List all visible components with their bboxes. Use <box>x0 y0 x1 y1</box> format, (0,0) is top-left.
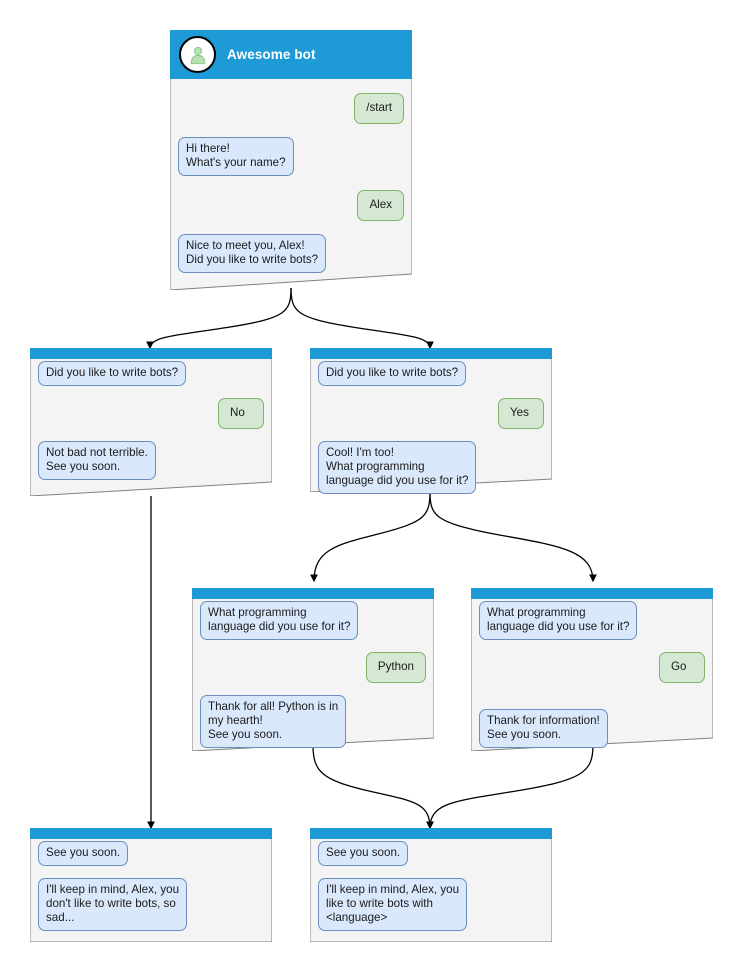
bot-message-bubble[interactable]: Thank for information! See you soon. <box>479 709 608 748</box>
chat-header-go-branch <box>471 588 713 599</box>
chat-messages-end-happy: See you soon. I'll keep in mind, Alex, y… <box>310 839 552 939</box>
node-end-happy[interactable]: See you soon. I'll keep in mind, Alex, y… <box>310 828 552 942</box>
message-row: /start <box>178 93 404 124</box>
user-message-bubble[interactable]: Python <box>365 652 426 683</box>
user-message-bubble[interactable]: Go <box>659 652 705 683</box>
bot-message-bubble[interactable]: See you soon. <box>318 841 409 866</box>
chat-header-end-happy <box>310 828 552 839</box>
message-row: I'll keep in mind, Alex, you don't like … <box>38 878 264 931</box>
message-row: See you soon. <box>38 841 264 866</box>
message-row: Did you like to write bots? <box>38 361 264 386</box>
edge-yes-to-go <box>429 491 597 583</box>
message-row: Python <box>200 652 426 683</box>
bot-title: Awesome bot <box>227 47 316 62</box>
bot-message-bubble[interactable]: What programming language did you use fo… <box>200 601 359 640</box>
bot-message-bubble[interactable]: Hi there! What's your name? <box>178 137 294 176</box>
chat-header-end-sad <box>30 828 272 839</box>
chat-messages-end-sad: See you soon. I'll keep in mind, Alex, y… <box>30 839 272 939</box>
chat-messages-root: /start Hi there! What's your name? Alex … <box>170 79 412 281</box>
message-row: Thank for information! See you soon. <box>479 709 705 748</box>
bot-message-bubble[interactable]: Did you like to write bots? <box>38 361 187 386</box>
message-row: Hi there! What's your name? <box>178 137 404 176</box>
person-avatar-icon <box>179 36 216 73</box>
edge-python-to-end-happy <box>312 744 434 830</box>
bot-message-bubble[interactable]: Did you like to write bots? <box>318 361 467 386</box>
chat-header-root: Awesome bot <box>170 30 412 79</box>
edge-root-to-yes <box>290 287 434 350</box>
message-row: Go <box>479 652 705 683</box>
edge-go-to-end-happy <box>426 744 594 830</box>
node-end-sad[interactable]: See you soon. I'll keep in mind, Alex, y… <box>30 828 272 942</box>
user-message-bubble[interactable]: Alex <box>357 190 404 221</box>
chat-messages-python-branch: What programming language did you use fo… <box>192 599 434 756</box>
user-message-bubble[interactable]: /start <box>354 93 404 124</box>
bot-message-bubble[interactable]: Nice to meet you, Alex! Did you like to … <box>178 234 327 273</box>
node-python-branch[interactable]: What programming language did you use fo… <box>192 588 434 751</box>
chat-messages-yes-branch: Did you like to write bots? Yes Cool! I'… <box>310 359 552 502</box>
chat-messages-no-branch: Did you like to write bots? No Not bad n… <box>30 359 272 488</box>
node-go-branch[interactable]: What programming language did you use fo… <box>471 588 713 751</box>
node-yes-branch[interactable]: Did you like to write bots? Yes Cool! I'… <box>310 348 552 494</box>
chat-header-python-branch <box>192 588 434 599</box>
user-message-bubble[interactable]: Yes <box>498 398 544 429</box>
node-no-branch[interactable]: Did you like to write bots? No Not bad n… <box>30 348 272 496</box>
bot-message-bubble[interactable]: Not bad not terrible. See you soon. <box>38 441 156 480</box>
bot-message-bubble[interactable]: Cool! I'm too! What programming language… <box>318 441 477 494</box>
chat-header-no-branch <box>30 348 272 359</box>
message-row: What programming language did you use fo… <box>200 601 426 640</box>
bot-message-bubble[interactable]: See you soon. <box>38 841 129 866</box>
bot-message-bubble[interactable]: Thank for all! Python is in my hearth! S… <box>200 695 347 748</box>
edge-root-to-no <box>146 287 292 350</box>
node-root[interactable]: Awesome bot /start Hi there! What's your… <box>170 30 412 290</box>
bot-message-bubble[interactable]: I'll keep in mind, Alex, you don't like … <box>38 878 188 931</box>
message-row: Nice to meet you, Alex! Did you like to … <box>178 234 404 273</box>
edge-yes-to-python <box>310 491 431 583</box>
message-row: Alex <box>178 190 404 221</box>
chat-messages-go-branch: What programming language did you use fo… <box>471 599 713 756</box>
message-row: Not bad not terrible. See you soon. <box>38 441 264 480</box>
chat-header-yes-branch <box>310 348 552 359</box>
message-row: I'll keep in mind, Alex, you like to wri… <box>318 878 544 931</box>
message-row: Yes <box>318 398 544 429</box>
message-row: No <box>38 398 264 429</box>
user-message-bubble[interactable]: No <box>218 398 264 429</box>
message-row: See you soon. <box>318 841 544 866</box>
bot-message-bubble[interactable]: What programming language did you use fo… <box>479 601 638 640</box>
message-row: Thank for all! Python is in my hearth! S… <box>200 695 426 748</box>
bot-message-bubble[interactable]: I'll keep in mind, Alex, you like to wri… <box>318 878 468 931</box>
message-row: Did you like to write bots? <box>318 361 544 386</box>
message-row: What programming language did you use fo… <box>479 601 705 640</box>
message-row: Cool! I'm too! What programming language… <box>318 441 544 494</box>
